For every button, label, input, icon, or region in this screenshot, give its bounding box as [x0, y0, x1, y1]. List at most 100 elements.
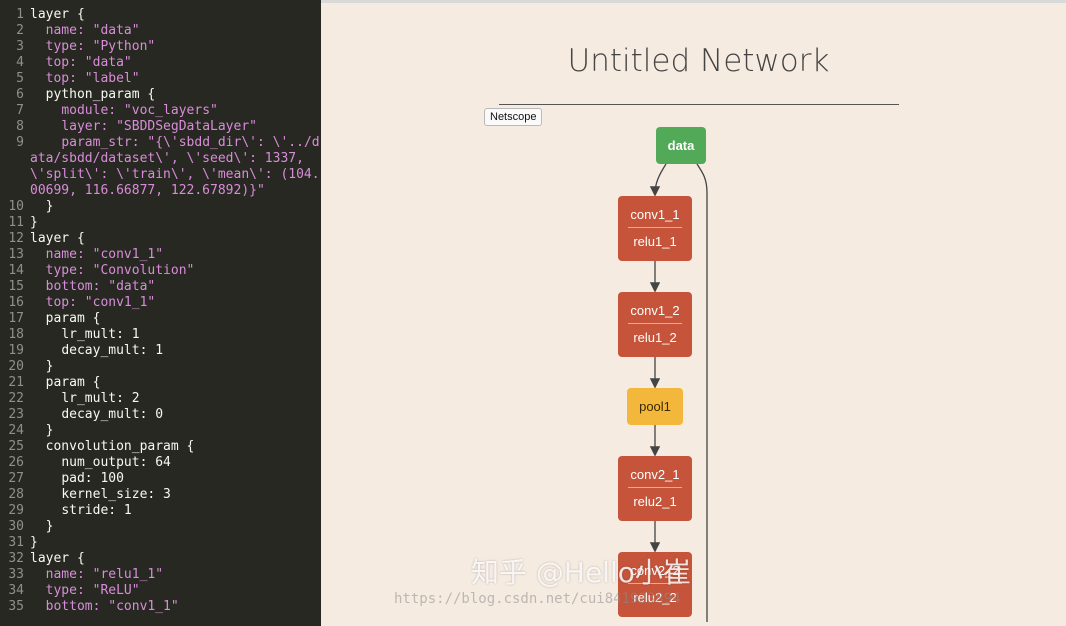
code-text: layer {: [30, 7, 85, 22]
line-number: 26: [8, 455, 24, 470]
node-label: data: [667, 138, 695, 153]
code-line: 2 name: "data": [0, 23, 321, 39]
node-label: conv1_2: [630, 303, 680, 318]
code-text: layer: "SBDDSegDataLayer": [30, 119, 257, 134]
line-number: 17: [8, 311, 24, 326]
code-text: top: "conv1_1": [30, 295, 156, 310]
line-number: 6: [16, 87, 24, 102]
network-title: Untitled Network: [567, 43, 830, 79]
code-text: top: "data": [30, 55, 132, 70]
code-line: 5 top: "label": [0, 71, 321, 87]
line-number: 29: [8, 503, 24, 518]
code-line: 33 name: "relu1_1": [0, 567, 321, 583]
code-line: 24 }: [0, 423, 321, 439]
line-number: 27: [8, 471, 24, 486]
line-number: 20: [8, 359, 24, 374]
node-sublabel: relu2_1: [633, 494, 677, 509]
line-number: 18: [8, 327, 24, 342]
line-number: 2: [16, 23, 24, 38]
line-number: 19: [8, 343, 24, 358]
node-sublabel: relu1_1: [633, 234, 677, 249]
line-number: 23: [8, 407, 24, 422]
line-number: 31: [8, 535, 24, 550]
node-sublabel: relu2_2: [633, 590, 677, 605]
code-text: }: [30, 519, 54, 534]
line-number: 12: [8, 231, 24, 246]
node-label: conv2_1: [630, 467, 680, 482]
code-text: decay_mult: 1: [30, 343, 164, 358]
code-text: num_output: 64: [30, 455, 171, 470]
code-text: stride: 1: [30, 503, 132, 518]
code-text: }: [30, 359, 54, 374]
code-text: module: "voc_layers": [30, 103, 218, 118]
edge-data-conv1_1: [649, 163, 667, 197]
code-line: 26 num_output: 64: [0, 455, 321, 471]
code-text: lr_mult: 1: [30, 327, 140, 342]
node-pool1[interactable]: pool1: [627, 388, 683, 425]
line-number: 35: [8, 599, 24, 614]
line-number: 14: [8, 263, 24, 278]
code-text: param {: [30, 375, 101, 390]
graph-edges: [649, 163, 708, 622]
line-number: 4: [16, 55, 24, 70]
line-number: 9: [16, 135, 24, 150]
code-line: 31}: [0, 535, 321, 551]
line-number: 8: [16, 119, 24, 134]
title-divider: [499, 104, 899, 105]
node-divider: [628, 487, 682, 488]
code-text: convolution_param {: [30, 439, 195, 454]
code-line: 7 module: "voc_layers": [0, 103, 321, 119]
node-conv2_2[interactable]: conv2_2 relu2_2: [618, 552, 692, 617]
code-text: }: [30, 535, 38, 550]
node-conv1_1[interactable]: conv1_1 relu1_1: [618, 196, 692, 261]
code-line: 16 top: "conv1_1": [0, 295, 321, 311]
code-text: pad: 100: [30, 471, 124, 486]
line-number: 21: [8, 375, 24, 390]
line-number: 5: [16, 71, 24, 86]
line-number: 28: [8, 487, 24, 502]
code-text: lr_mult: 2: [30, 391, 140, 406]
line-number: 16: [8, 295, 24, 310]
node-divider: [628, 323, 682, 324]
line-number: 30: [8, 519, 24, 534]
line-number: 22: [8, 391, 24, 406]
code-line: 9 param_str: "{\'sbdd_dir\': \'../data/s…: [0, 135, 321, 199]
code-line: 19 decay_mult: 1: [0, 343, 321, 359]
code-text: name: "relu1_1": [30, 567, 164, 582]
code-line: 23 decay_mult: 0: [0, 407, 321, 423]
node-data[interactable]: data: [656, 127, 706, 164]
code-text: }: [30, 423, 54, 438]
code-line: 8 layer: "SBDDSegDataLayer": [0, 119, 321, 135]
code-text: layer {: [30, 231, 85, 246]
code-line: 34 type: "ReLU": [0, 583, 321, 599]
code-line: 29 stride: 1: [0, 503, 321, 519]
line-number: 32: [8, 551, 24, 566]
node-conv2_1[interactable]: conv2_1 relu2_1: [618, 456, 692, 521]
code-text: type: "Python": [30, 39, 156, 54]
line-number: 13: [8, 247, 24, 262]
node-label: conv2_2: [630, 563, 680, 578]
code-line: 35 bottom: "conv1_1": [0, 599, 321, 615]
code-text: bottom: "conv1_1": [30, 599, 179, 614]
url-watermark: https://blog.csdn.net/cui841923894: [394, 591, 681, 607]
code-line: 10 }: [0, 199, 321, 215]
code-text: name: "data": [30, 23, 140, 38]
line-number: 11: [8, 215, 24, 230]
code-text: top: "label": [30, 71, 140, 86]
node-label: conv1_1: [630, 207, 680, 222]
node-label: pool1: [639, 399, 671, 414]
code-line: 28 kernel_size: 3: [0, 487, 321, 503]
line-number: 34: [8, 583, 24, 598]
node-divider: [628, 583, 682, 584]
edge-data-label-skip: [696, 163, 708, 622]
code-text: param {: [30, 311, 101, 326]
code-line: 15 bottom: "data": [0, 279, 321, 295]
code-line: 22 lr_mult: 2: [0, 391, 321, 407]
netscope-button[interactable]: Netscope: [484, 108, 543, 126]
code-line: 14 type: "Convolution": [0, 263, 321, 279]
